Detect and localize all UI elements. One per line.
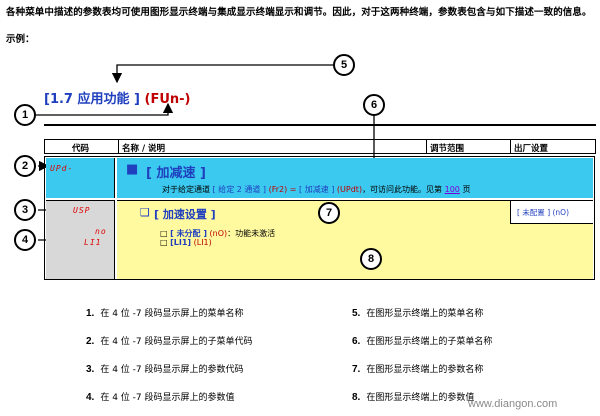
legend-item-5: 5.在图形显示终端上的菜单名称	[352, 308, 484, 319]
intro-text: 各种菜单中描述的参数表均可使用图形显示终端与集成显示终端显示和调节。因此，对于这…	[6, 7, 592, 18]
param-bullet: ❑	[140, 206, 150, 219]
header-left-border	[44, 139, 45, 154]
submenu-bullet: ■	[126, 162, 139, 177]
submenu-description: 对于给定通道 [ 给定 2 通道 ] (Fr2) = [ 加减速 ] (UPdt…	[162, 184, 470, 195]
submenu-row	[117, 158, 593, 198]
watermark: www.diangon.com	[468, 398, 558, 410]
title-rule	[44, 124, 596, 126]
header-bottom-border	[44, 153, 596, 154]
value-row-no: □ [ 未分配 ] (nO)：功能未激活	[160, 228, 275, 239]
legend-item-7: 7.在图形显示终端上的参数名称	[352, 364, 484, 375]
param-name: [ 加速设置 ]	[154, 208, 216, 221]
value-lcd-no: no	[95, 227, 107, 236]
callout-3: 3	[14, 199, 36, 221]
menu-title-name: [1.7 应用功能 ]	[44, 92, 140, 107]
header-factory: 出厂设置	[514, 144, 549, 154]
value-code-no: (nO)	[209, 229, 228, 238]
desc-end: 页	[462, 185, 471, 194]
legend-item-1: 1.在 4 位 -7 段码显示屏上的菜单名称	[86, 308, 244, 319]
callout-7: 7	[318, 202, 340, 224]
desc-mid: [ 加减速 ]	[299, 185, 335, 194]
submenu-lcd-code: UPd-	[50, 164, 74, 173]
desc-channel: [ 给定 2 通道 ]	[212, 185, 267, 194]
legend-item-6: 6.在图形显示终端上的子菜单名称	[352, 336, 493, 347]
header-range: 调节范围	[430, 144, 465, 154]
desc-upd: (UPdt)	[336, 185, 363, 194]
value-name-no: [ 未分配 ]	[170, 229, 207, 238]
value-name-li1: [LI1]	[170, 238, 192, 247]
header-right-border	[595, 139, 596, 154]
desc-suffix: ，可访问此功能。见第	[362, 185, 443, 194]
callout-5: 5	[333, 54, 355, 76]
header-top-border	[44, 139, 596, 140]
header-divider-1	[118, 139, 119, 154]
callout-4: 4	[14, 229, 36, 251]
example-label: 示例：	[6, 34, 35, 45]
value-desc-no: ：功能未激活	[227, 229, 276, 238]
callout-2: 2	[14, 155, 36, 177]
menu-title-lcd: (FUn-)	[144, 92, 191, 107]
legend-item-8: 8.在图形显示终端上的参数值	[352, 392, 475, 403]
callout-6: 6	[363, 94, 385, 116]
value-code-li1: (LI1)	[193, 238, 212, 247]
page-link[interactable]: 100	[444, 185, 460, 194]
callout-1: 1	[14, 104, 36, 126]
callout-8: 8	[360, 248, 382, 270]
desc-fr2: (Fr2) =	[268, 185, 297, 194]
header-divider-2	[426, 139, 427, 154]
factory-setting-value: [ 未配置 ] (nO)	[517, 208, 570, 217]
header-divider-3	[510, 139, 511, 154]
value-bullet-icon: □	[160, 238, 168, 247]
value-bullet-icon: □	[160, 229, 168, 238]
table-frame	[44, 156, 595, 280]
legend-item-4: 4.在 4 位 -7 段码显示屏上的参数值	[86, 392, 235, 403]
header-code: 代码	[72, 144, 90, 154]
legend-item-3: 3.在 4 位 -7 段码显示屏上的参数代码	[86, 364, 244, 375]
param-lcd-code: USP	[73, 206, 91, 215]
value-lcd-li1: LI1	[84, 238, 102, 247]
value-row-li1: □ [LI1] (LI1)	[160, 238, 212, 247]
submenu-code-cell	[46, 158, 115, 198]
legend-item-2: 2.在 4 位 -7 段码显示屏上的子菜单代码	[86, 336, 253, 347]
menu-title: [1.7 应用功能 ] (FUn-)	[44, 88, 190, 107]
factory-setting-cell	[510, 200, 593, 224]
desc-prefix: 对于给定通道	[162, 185, 210, 194]
submenu-name: [ 加减速 ]	[146, 166, 206, 181]
param-code-cell	[46, 200, 115, 279]
header-name: 名称 / 说明	[122, 144, 166, 154]
